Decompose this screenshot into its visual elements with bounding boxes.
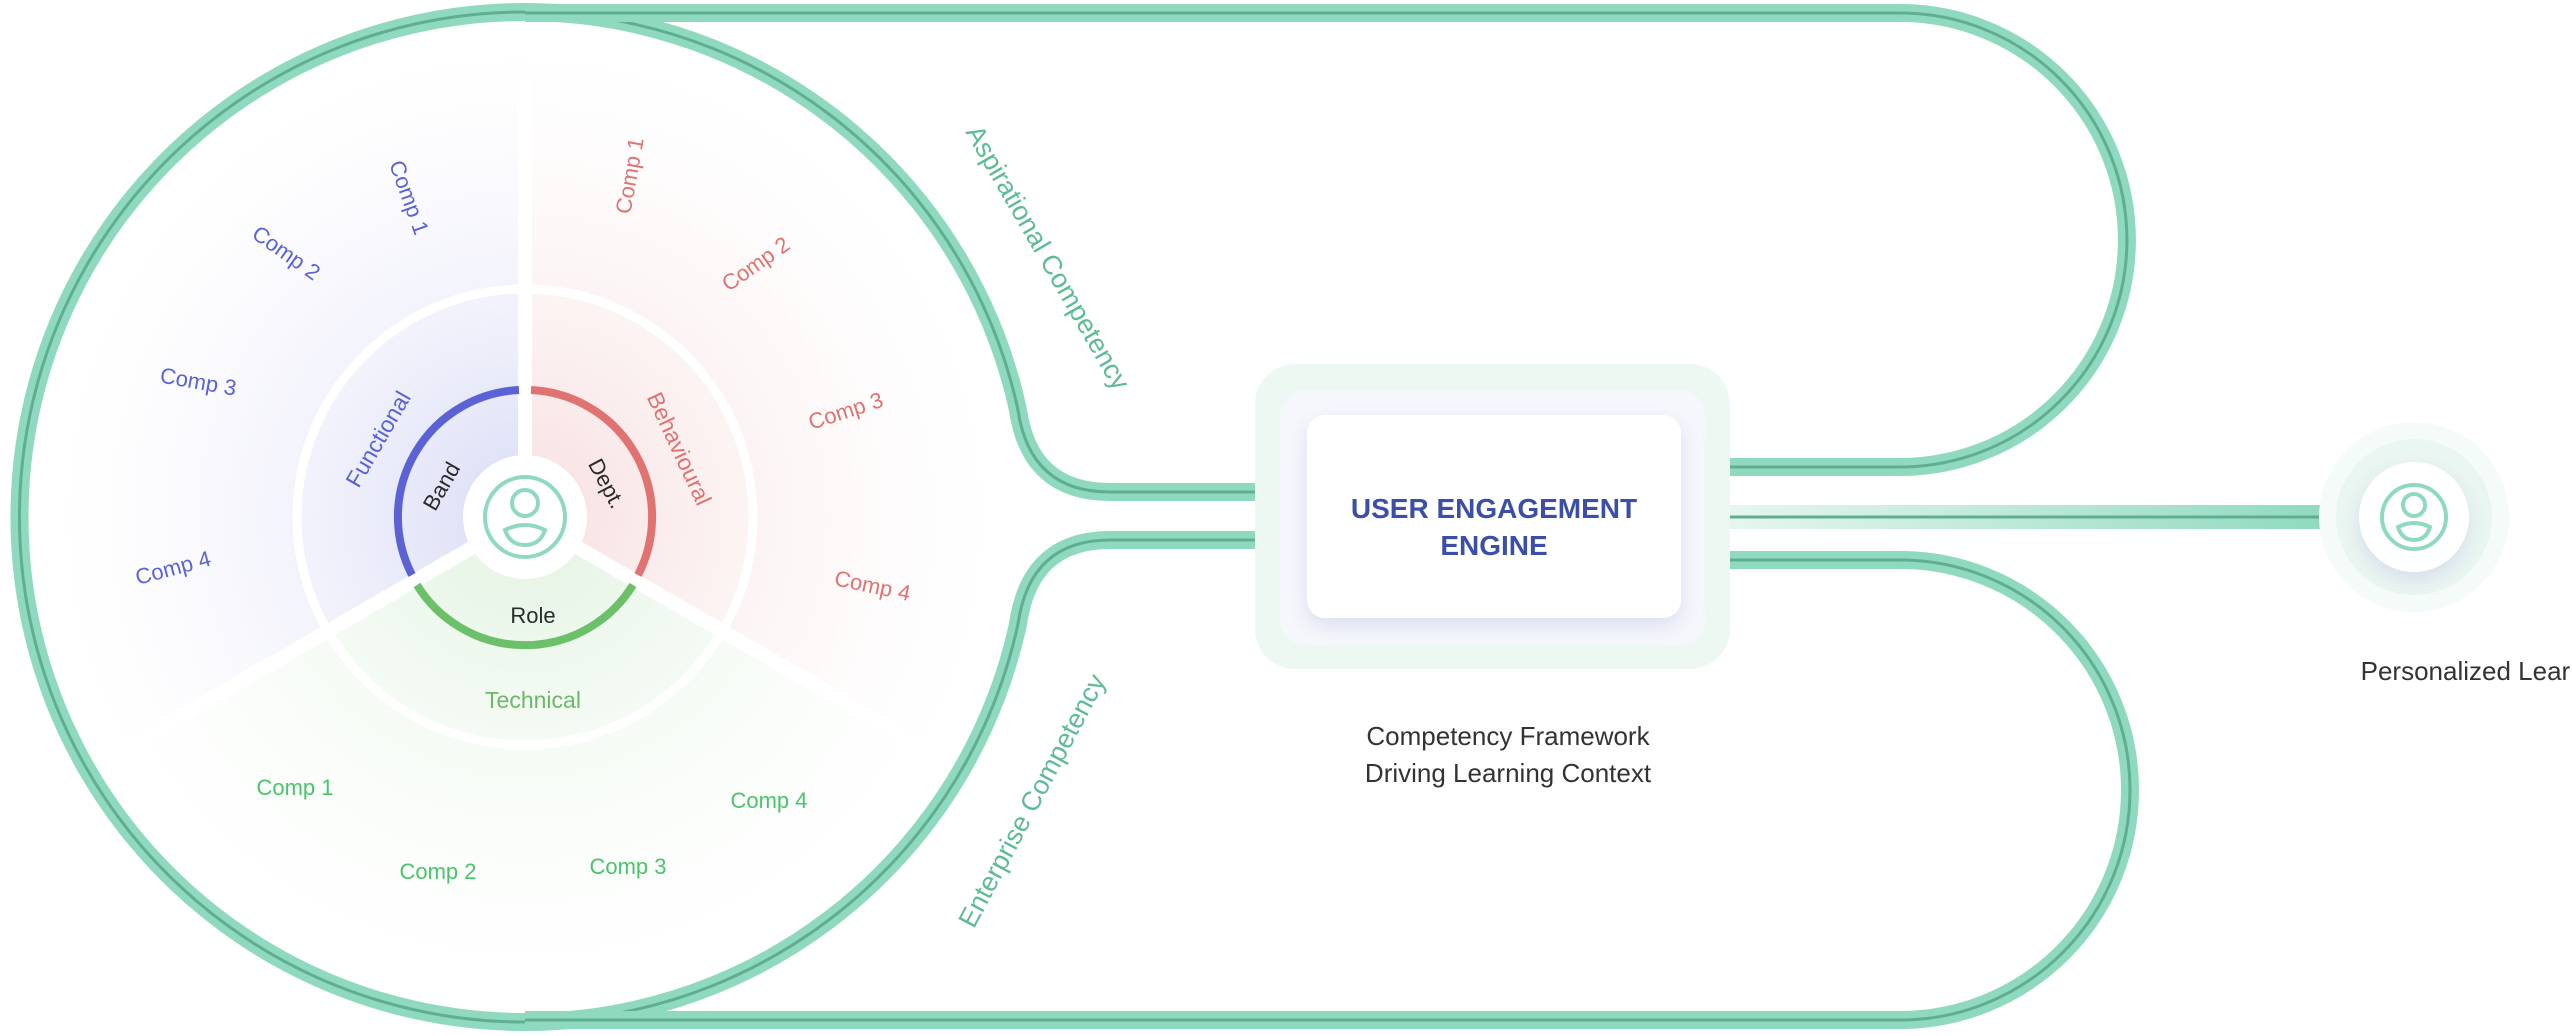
engine-caption-line2: Driving Learning Context — [1365, 758, 1652, 788]
engine-title-line1: USER ENGAGEMENT — [1351, 493, 1637, 524]
personalized-learning-label: Personalized Learning — [2361, 656, 2572, 686]
functional-sector — [55, 47, 525, 752]
technical-label: Technical — [485, 687, 581, 713]
technical-sector — [118, 517, 932, 987]
technical-comp-2: Comp 2 — [399, 859, 476, 884]
role-arc — [413, 582, 637, 650]
technical-comp-3: Comp 3 — [589, 854, 666, 879]
engine-caption-line1: Competency Framework — [1366, 721, 1650, 751]
technical-comp-1: Comp 1 — [256, 775, 333, 800]
role-label: Role — [510, 603, 555, 628]
personalized-learning-node — [2319, 422, 2509, 612]
center-user-icon — [463, 455, 587, 579]
technical-comp-4: Comp 4 — [730, 788, 807, 813]
engine-title-line2: ENGINE — [1440, 530, 1547, 561]
enterprise-competency-label: Enterprise Competency — [953, 669, 1112, 933]
divider — [521, 510, 944, 764]
aspirational-competency-label: Aspirational Competency — [960, 120, 1136, 395]
behavioural-sector — [525, 47, 995, 752]
user-icon — [2380, 483, 2448, 551]
dept-arc — [530, 386, 657, 577]
user-engagement-engine: USER ENGAGEMENT ENGINE — [1255, 364, 1730, 669]
band-arc — [393, 386, 520, 577]
divider — [106, 510, 529, 764]
track — [10, 3, 2330, 1031]
wheel-sectors — [55, 47, 995, 987]
